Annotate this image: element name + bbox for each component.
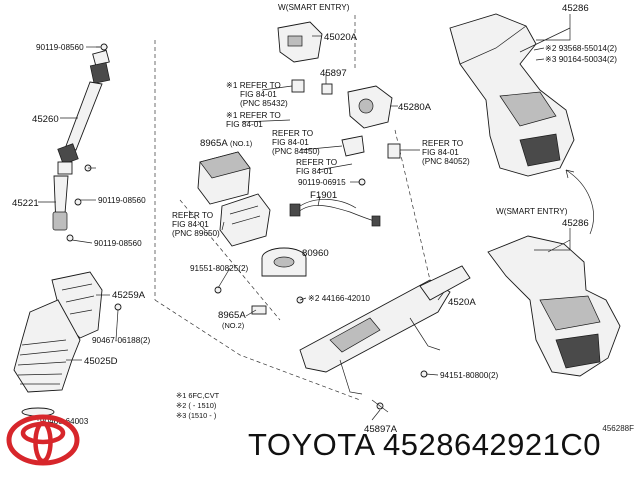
diagram-code: 456288F	[602, 424, 634, 433]
label-90119-06915: 90119-06915	[298, 178, 346, 187]
label-45286-top: 45286	[562, 3, 589, 14]
label-45897: 45897	[320, 68, 347, 79]
label-90119-08560-b: 90119-08560	[94, 239, 142, 248]
note-2: ※2 ( - 1510)	[176, 401, 216, 410]
label-refer3-b: FIG 84-01	[272, 138, 309, 147]
label-90119-08560-a: 90119-08560	[98, 196, 146, 205]
label-90467-06188: 90467-06188(2)	[92, 336, 151, 345]
label-45025D: 45025D	[84, 356, 118, 367]
label-90119-08560-top: 90119-08560	[36, 43, 84, 52]
label-90164-50034: ※3 90164-50034(2)	[545, 55, 617, 64]
label-refer5-a: REFER TO	[422, 139, 463, 148]
label-8965A-no2: 8965A	[218, 310, 246, 321]
dashed-boundaries	[154, 15, 431, 401]
label-w-smart-entry-top: W(SMART ENTRY)	[278, 3, 350, 12]
label-refer1-b: FIG 84-01	[240, 90, 277, 99]
label-refer6-a: REFER TO	[172, 211, 213, 220]
column-cover-45286-bottom	[487, 235, 621, 377]
label-refer2-a: ※1 REFER TO	[226, 111, 281, 120]
label-45221: 45221	[12, 198, 39, 209]
label-refer4-b: FIG 84-01	[296, 167, 333, 176]
label-refer4-a: REFER TO	[296, 158, 337, 167]
label-93568-55014: ※2 93568-55014(2)	[545, 44, 617, 53]
ecu-8965A-no1	[197, 151, 251, 205]
label-45897A: 45897A	[364, 424, 398, 435]
label-refer1-a: ※1 REFER TO	[226, 81, 281, 90]
note-1: ※1 6FC,CVT	[176, 391, 220, 400]
label-8965A-no1-sub: (NO.1)	[230, 139, 252, 148]
label-45020A: 45020A	[324, 32, 358, 43]
harness-F1901	[289, 199, 381, 227]
arrow-cover-swap	[565, 169, 594, 235]
toyota-logo	[6, 414, 80, 466]
label-8965A-no2-sub: (NO.2)	[222, 321, 244, 330]
label-45286-right: 45286	[562, 218, 589, 229]
label-45280A: 45280A	[398, 102, 432, 113]
ecu-89650	[219, 193, 271, 247]
note-3: ※3 (1510 - )	[176, 411, 216, 420]
label-refer5-c: (PNC 84052)	[422, 157, 470, 166]
label-45259A: 45259A	[112, 290, 146, 301]
label-refer6-b: FIG 84-01	[172, 220, 209, 229]
label-80960: 80960	[302, 248, 329, 259]
switch-refer	[291, 79, 401, 186]
lock-cylinder-45020A	[277, 21, 323, 63]
brand-part-number: TOYOTA 4528642921C0	[248, 427, 602, 462]
part-labels: W(SMART ENTRY) W(SMART ENTRY) 90119-0856…	[12, 3, 617, 435]
label-refer3-a: REFER TO	[272, 129, 313, 138]
boot-45025D	[13, 299, 81, 417]
label-refer2-b: FIG 84-01	[226, 120, 263, 129]
lock-housing-45280A	[321, 83, 393, 129]
label-4520A: 4520A	[448, 297, 476, 308]
label-44166-42010: ※2 44166-42010	[308, 294, 370, 303]
label-refer3-c: (PNC 84450)	[272, 147, 320, 156]
shaft-45221	[52, 175, 82, 242]
label-8965A-no1: 8965A	[200, 138, 228, 149]
label-refer6-c: (PNC 89650)	[172, 229, 220, 238]
column-cover-45286-top	[449, 13, 575, 177]
label-F1901: F1901	[310, 190, 337, 201]
label-91551-80825: 91551-80825(2)	[190, 264, 249, 273]
label-45260: 45260	[32, 114, 59, 125]
label-refer1-c: (PNC 85432)	[240, 99, 288, 108]
steering-column-4520A	[251, 265, 471, 413]
sensor-80960	[214, 247, 307, 294]
intermediate-shaft-45260	[57, 43, 111, 175]
label-94151-80800: 94151-80800(2)	[440, 371, 499, 380]
label-w-smart-entry-right: W(SMART ENTRY)	[496, 207, 568, 216]
leader-lines	[37, 14, 571, 421]
label-refer5-b: FIG 84-01	[422, 148, 459, 157]
